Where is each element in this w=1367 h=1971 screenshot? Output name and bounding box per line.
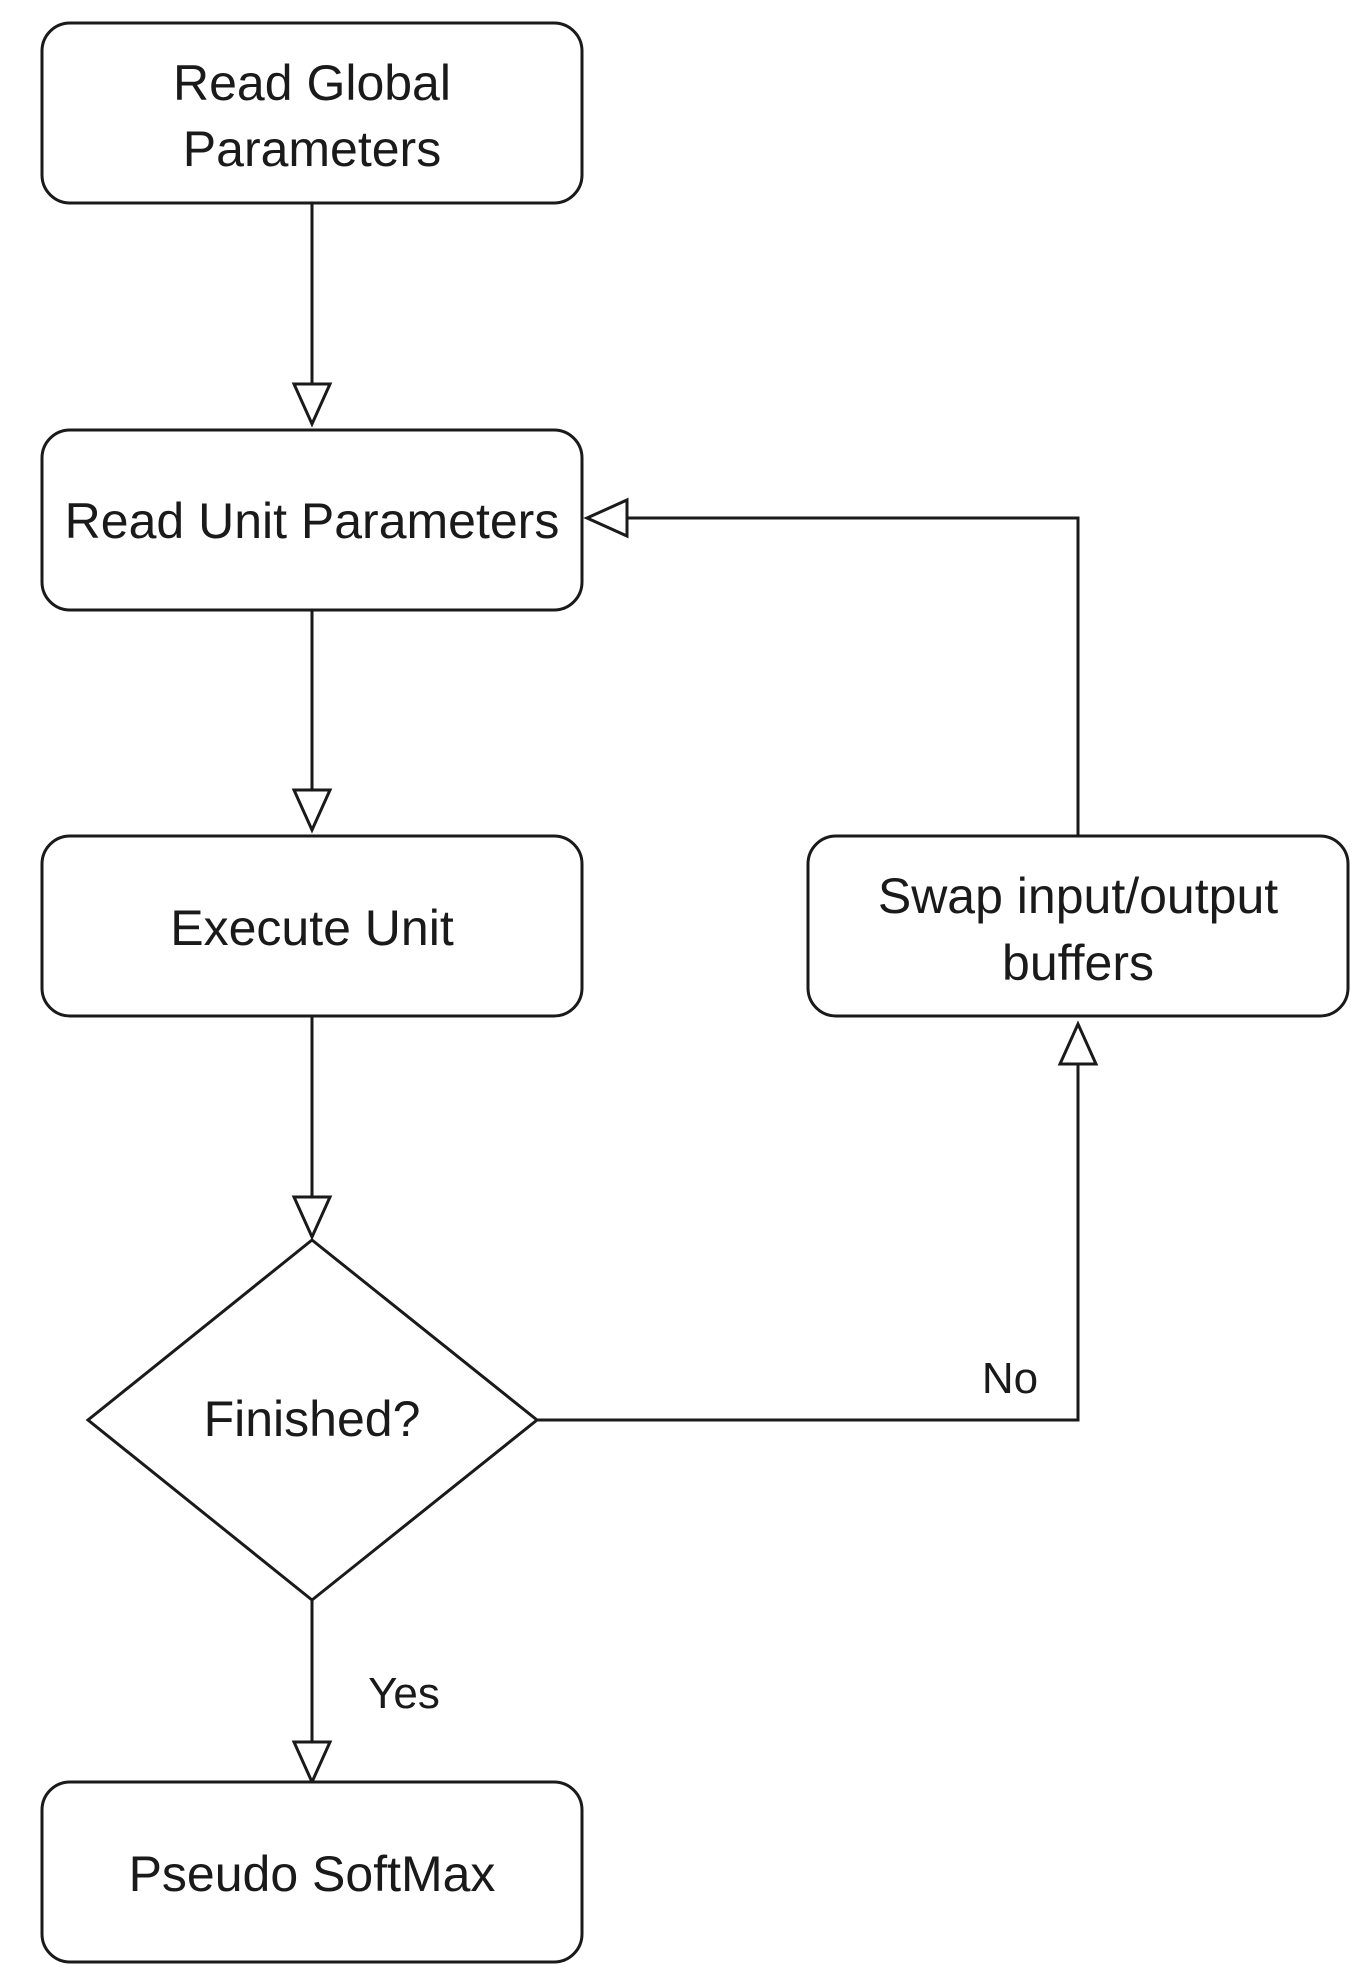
- node-swap-buffers: Swap input/output buffers: [806, 834, 1350, 1018]
- edge-finished-to-swap: [537, 1064, 1080, 1422]
- arrowhead-global-to-unit: [291, 382, 333, 428]
- node-read-global-parameters: Read Global Parameters: [40, 21, 584, 205]
- decision-diamond: [85, 1238, 540, 1602]
- node-label: Finished?: [204, 1391, 421, 1447]
- arrowhead-unit-to-execute: [291, 788, 333, 834]
- node-read-unit-parameters: Read Unit Parameters: [40, 428, 584, 612]
- process-box: [40, 1780, 584, 1964]
- node-execute-unit: Execute Unit: [40, 834, 584, 1018]
- edge-swap-to-unit: [627, 516, 1080, 836]
- node-label-line: Swap input/output: [878, 868, 1278, 924]
- process-box: [806, 834, 1350, 1018]
- node-pseudo-softmax: Pseudo SoftMax: [40, 1780, 584, 1964]
- node-label-line: Read Global: [173, 55, 451, 111]
- node-finished-decision: Finished?: [85, 1238, 540, 1602]
- arrowhead-execute-to-finished: [291, 1195, 333, 1241]
- node-label-line: Parameters: [183, 121, 441, 177]
- node-label-line: buffers: [1002, 935, 1154, 991]
- node-label: Pseudo SoftMax: [129, 1846, 496, 1902]
- edge-label-yes: Yes: [368, 1669, 440, 1718]
- edge-label-no: No: [982, 1354, 1038, 1403]
- node-label: Read Unit Parameters: [65, 493, 560, 549]
- process-box: [40, 834, 584, 1018]
- edges: [291, 203, 1099, 1786]
- arrowhead-finished-to-swap: [1057, 1020, 1099, 1066]
- process-box: [40, 428, 584, 612]
- node-label: Execute Unit: [170, 900, 454, 956]
- arrowhead-swap-to-unit: [583, 497, 629, 539]
- process-box: [40, 21, 584, 205]
- arrowhead-finished-to-softmax: [291, 1740, 333, 1786]
